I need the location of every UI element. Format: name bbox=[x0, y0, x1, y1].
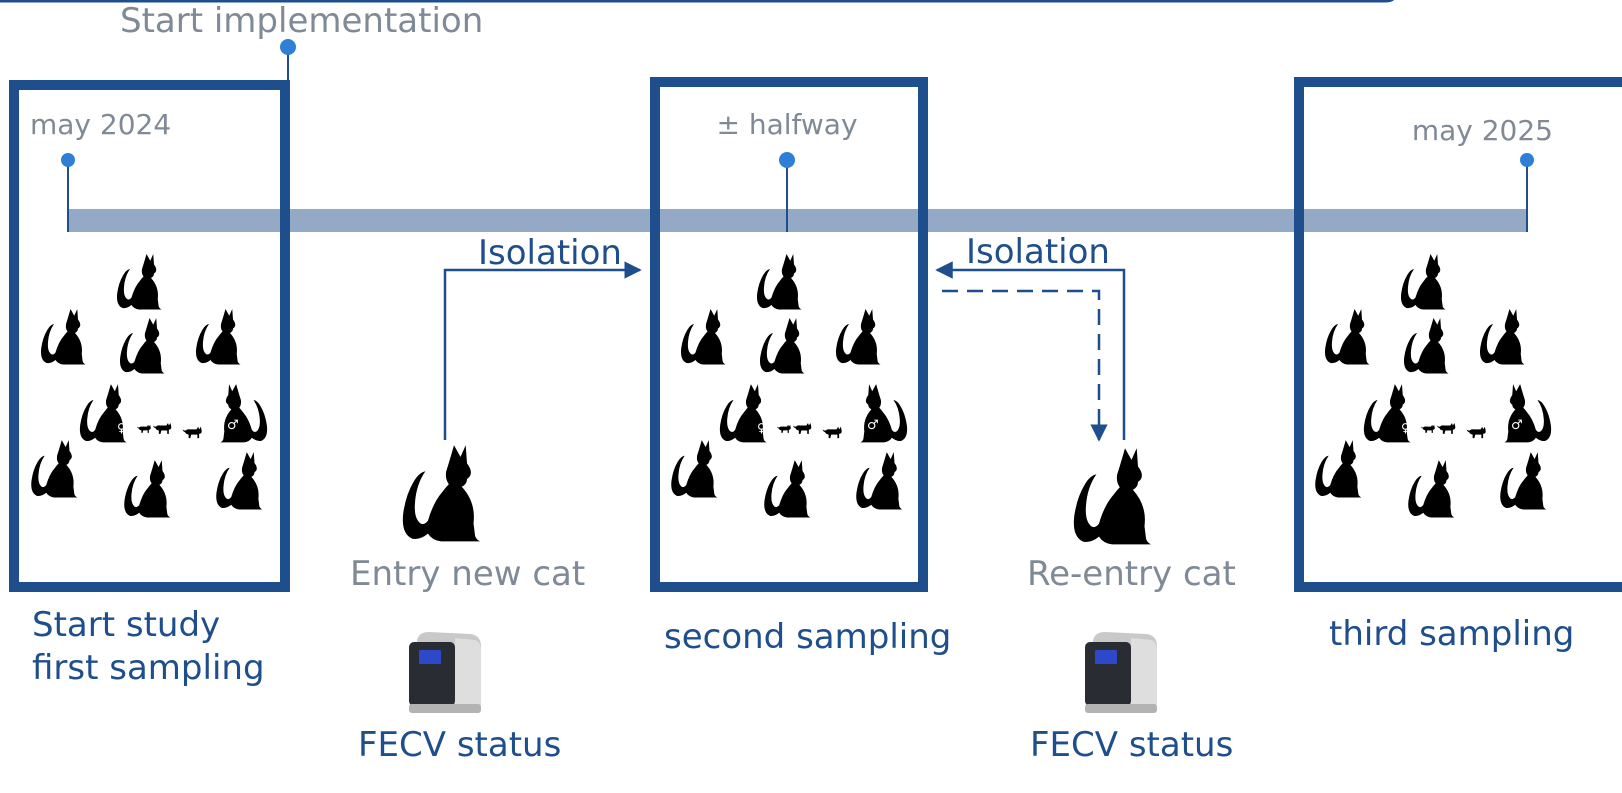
male-cat-icon bbox=[1504, 384, 1552, 443]
cat-icon bbox=[1479, 309, 1525, 365]
cat-icon bbox=[856, 452, 903, 510]
first-sampling-line1: Start study bbox=[32, 605, 221, 645]
isolation-arrow-entry bbox=[443, 261, 642, 440]
second-sampling-label: second sampling bbox=[664, 617, 952, 657]
male-cat-icon bbox=[220, 384, 268, 443]
cat-icon bbox=[195, 309, 241, 365]
cat-icon bbox=[124, 460, 171, 518]
first-sampling-line2: first sampling bbox=[32, 648, 265, 688]
cat-icon bbox=[1500, 452, 1547, 510]
kitten-icon bbox=[793, 423, 812, 434]
fecv-analyzer-device-icon bbox=[1085, 632, 1157, 713]
kitten-icon bbox=[1421, 424, 1435, 433]
female-symbol-icon: ♀ bbox=[1401, 421, 1410, 435]
cat-icon bbox=[759, 318, 805, 374]
male-symbol-icon: ♂ bbox=[227, 418, 239, 433]
third-sampling-frame bbox=[1294, 77, 1622, 592]
first-sampling-frame bbox=[9, 80, 290, 592]
kitten-icon bbox=[153, 423, 172, 434]
end-dot bbox=[1520, 153, 1534, 167]
entry-new-cat-label: Entry new cat bbox=[350, 554, 586, 594]
cat-colony-group: ♀♂ bbox=[31, 254, 268, 518]
male-symbol-icon: ♂ bbox=[867, 418, 879, 433]
cat-icon bbox=[1324, 309, 1370, 365]
cat-icon bbox=[680, 309, 726, 365]
halfway-dot bbox=[779, 152, 795, 168]
kitten-icon bbox=[182, 426, 202, 439]
cat-icon bbox=[835, 309, 881, 365]
female-symbol-icon: ♀ bbox=[117, 421, 126, 435]
cat-icon bbox=[764, 460, 811, 518]
female-symbol-icon: ♀ bbox=[757, 421, 766, 435]
reentry-cat-icon bbox=[1073, 448, 1151, 545]
implementation-dot bbox=[280, 39, 296, 55]
isolation-label-entry: Isolation bbox=[478, 233, 622, 273]
kitten-icon bbox=[777, 424, 791, 433]
cat-icon bbox=[756, 254, 802, 310]
kitten-icon bbox=[822, 426, 842, 439]
cat-icon bbox=[1403, 318, 1449, 374]
cat-icon bbox=[31, 440, 78, 498]
cat-icon bbox=[1400, 254, 1446, 310]
dashed-return-arrow bbox=[942, 289, 1108, 442]
entry-new-cat-icon bbox=[402, 445, 480, 542]
kitten-icon bbox=[1437, 423, 1456, 434]
male-symbol-icon: ♂ bbox=[1511, 418, 1523, 433]
male-cat-icon bbox=[860, 384, 908, 443]
fecv-status-label-entry: FECV status bbox=[358, 725, 562, 765]
cat-icon bbox=[671, 440, 718, 498]
halfway-date-label: ± halfway bbox=[716, 108, 858, 141]
cat-icon bbox=[216, 452, 263, 510]
cat-icon bbox=[119, 318, 165, 374]
cat-icon bbox=[1315, 440, 1362, 498]
fecv-status-label-reentry: FECV status bbox=[1030, 725, 1234, 765]
start-dot bbox=[61, 153, 75, 167]
timeline-bar bbox=[68, 209, 1528, 232]
cat-icon bbox=[40, 309, 86, 365]
fecv-analyzer-device-icon bbox=[409, 632, 481, 713]
kitten-icon bbox=[137, 424, 151, 433]
cat-icon bbox=[1408, 460, 1455, 518]
reentry-cat-label: Re-entry cat bbox=[1027, 554, 1236, 594]
cat-icon bbox=[116, 254, 162, 310]
cat-colony-group: ♀♂ bbox=[671, 254, 908, 518]
end-date-label: may 2025 bbox=[1411, 114, 1553, 147]
isolation-label-reentry: Isolation bbox=[966, 232, 1110, 272]
start-date-label: may 2024 bbox=[30, 108, 172, 141]
isolation-arrow-reentry bbox=[935, 261, 1126, 440]
second-sampling-frame bbox=[650, 77, 928, 592]
start-implementation-label: Start implementation bbox=[120, 1, 484, 41]
kitten-icon bbox=[1466, 426, 1486, 439]
third-sampling-label: third sampling bbox=[1329, 614, 1575, 654]
top-border-line bbox=[0, 0, 1395, 3]
cat-colony-group: ♀♂ bbox=[1315, 254, 1552, 518]
